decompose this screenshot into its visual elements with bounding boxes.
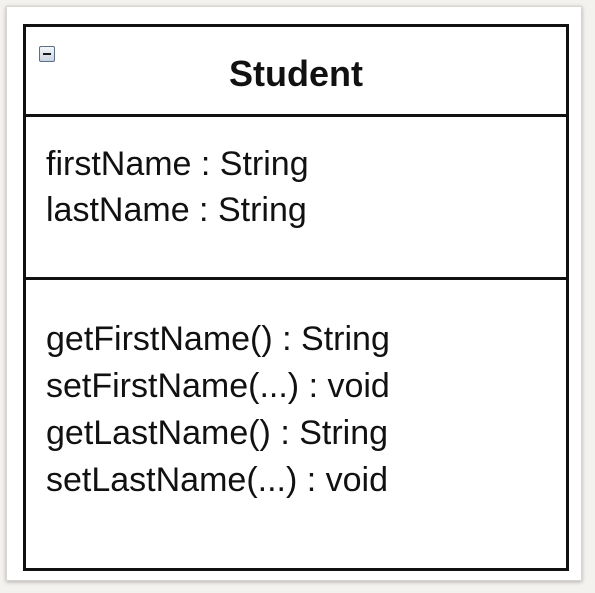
operations-compartment: getFirstName() : String setFirstName(...… — [26, 280, 566, 568]
attributes-compartment: firstName : String lastName : String — [26, 117, 566, 280]
collapse-icon[interactable] — [39, 46, 55, 62]
operation-item: getFirstName() : String — [46, 320, 390, 358]
operation-item: setLastName(...) : void — [46, 461, 389, 499]
operation-item: setFirstName(...) : void — [46, 367, 390, 405]
uml-class-box: Student firstName : String lastName : St… — [23, 24, 569, 571]
image-frame: Student firstName : String lastName : St… — [6, 6, 582, 581]
attribute-item: lastName : String — [46, 191, 307, 229]
class-header: Student — [26, 27, 566, 117]
class-name: Student — [229, 53, 363, 94]
operation-item: getLastName() : String — [46, 414, 389, 452]
attribute-item: firstName : String — [46, 145, 309, 183]
minus-icon — [43, 53, 51, 55]
